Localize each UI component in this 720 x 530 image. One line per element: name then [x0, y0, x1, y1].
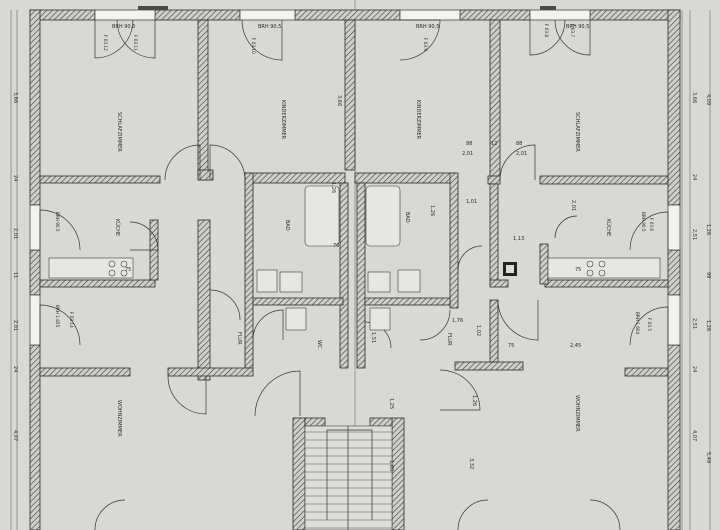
window-brh-4: BRH 90,5: [566, 24, 589, 30]
dim-left-1: 3,66: [12, 92, 18, 103]
dim-right-7: 1,26: [705, 320, 711, 331]
dim-left-7: 4,07: [12, 430, 18, 441]
dim-inner-6: 88: [516, 141, 522, 147]
window-brh-6: BRH 90,5: [641, 212, 646, 232]
window-f-9: F 03.14: [69, 312, 74, 328]
dim-inner-13: 1,25: [388, 398, 394, 409]
window-f-4: F 03.9: [423, 38, 428, 51]
window-f-3: F 03.10: [251, 38, 256, 54]
label-flur-right: FLUR: [446, 333, 452, 346]
dim-inner-16: 3,32: [468, 458, 474, 469]
label-bad-right: BAD: [404, 212, 410, 223]
dim-inner-21: 76: [333, 243, 339, 249]
dim-inner-3: 2,01: [516, 151, 527, 157]
dim-right-4: 1,26: [705, 224, 711, 235]
dim-right-10: 4,07: [691, 430, 697, 441]
label-bad-left: BAD: [284, 220, 290, 231]
dim-inner-14: 1,26: [330, 182, 336, 193]
dim-right-8: 2,51: [691, 318, 697, 329]
window-brh-1: BRH 90,5: [112, 24, 135, 30]
window-f-7: F 03.6: [649, 218, 654, 231]
dim-right-1: 4,09: [705, 94, 711, 105]
window-f-5: F 03.8: [544, 24, 549, 37]
dim-inner-1: 3,66: [336, 95, 342, 106]
dim-inner-4: 88: [466, 141, 472, 147]
dim-inner-20: 1,13: [513, 236, 524, 242]
window-brh-3: BRH 90,5: [416, 24, 439, 30]
window-brh-8: BRH 1,604: [635, 312, 640, 335]
doors: [39, 19, 669, 530]
label-flur-left: FLUR: [236, 332, 242, 345]
dim-inner-10: 1,26: [471, 395, 477, 406]
dim-right-3: 24: [691, 174, 697, 180]
dim-inner-11: 2,45: [570, 343, 581, 349]
windows: [29, 6, 681, 346]
window-f-1: F 03.12: [103, 35, 108, 51]
dim-inner-22: 75: [125, 267, 131, 273]
window-brh-2: BRH 90,5: [258, 24, 281, 30]
dim-right-2: 3,66: [691, 92, 697, 103]
label-wohnzimmer-right: WOHNZIMMER: [574, 395, 580, 432]
window-f-2: F 03.11: [133, 35, 138, 51]
dim-inner-18: 75: [575, 267, 581, 273]
dim-inner-5: 12: [491, 141, 497, 147]
dim-inner-9: 1,76: [452, 318, 463, 324]
dim-right-9: 24: [691, 366, 697, 372]
window-brh-7: BRH 1,855: [55, 305, 60, 328]
label-kinderzimmer-right: KINDERZIMMER: [415, 100, 421, 140]
dim-inner-19: 2,01: [570, 200, 576, 211]
label-wohnzimmer-left: WOHNZIMMER: [116, 400, 122, 437]
dim-right-11: 5,49: [705, 452, 711, 463]
label-schlafzimmer-left: SCHLAFZIMMER: [116, 112, 122, 152]
window-f-6: F 03.7: [570, 24, 575, 37]
room-labels: SCHLAFZIMMER KINDERZIMMER KINDERZIMMER S…: [114, 100, 612, 437]
label-schlafzimmer-right: SCHLAFZIMMER: [574, 112, 580, 152]
dim-left-5: 2,01: [12, 320, 18, 331]
window-f-8: F 03.5: [647, 318, 652, 331]
label-kueche-right: KÜCHE: [605, 219, 612, 236]
dim-inner-7: 1,01: [466, 199, 477, 205]
walls: [29, 9, 681, 530]
dim-right-5: 2,51: [691, 229, 697, 240]
dim-inner-12: 75: [508, 343, 514, 349]
dim-right-6: 99: [705, 272, 711, 278]
label-kueche-left: KÜCHE: [114, 219, 121, 236]
staircase: [304, 425, 393, 530]
dim-left-2: 24: [12, 175, 18, 181]
dim-left-3: 2,01: [12, 228, 18, 239]
window-labels: BRH 90,5 BRH 90,5 BRH 90,5 BRH 90,5 BRH …: [55, 24, 654, 335]
window-brh-5: BRH 90,5: [55, 212, 60, 232]
fixtures: [48, 185, 661, 331]
dim-inner-15: 1,51: [370, 332, 376, 343]
dim-inner-23: 1,02: [475, 325, 481, 336]
dim-left-4: 11: [12, 272, 18, 278]
dimension-labels: 3,66 24 2,01 11 2,01 24 4,07 4,09 3,66 2…: [12, 92, 711, 471]
dim-inner-17: 1,89: [388, 460, 394, 471]
dim-inner-8: 1,26: [429, 205, 435, 216]
dim-left-6: 24: [12, 366, 18, 372]
label-wc: WC: [316, 340, 322, 349]
dim-inner-2: 2,01: [462, 151, 473, 157]
label-kinderzimmer-left: KINDERZIMMER: [280, 100, 286, 140]
